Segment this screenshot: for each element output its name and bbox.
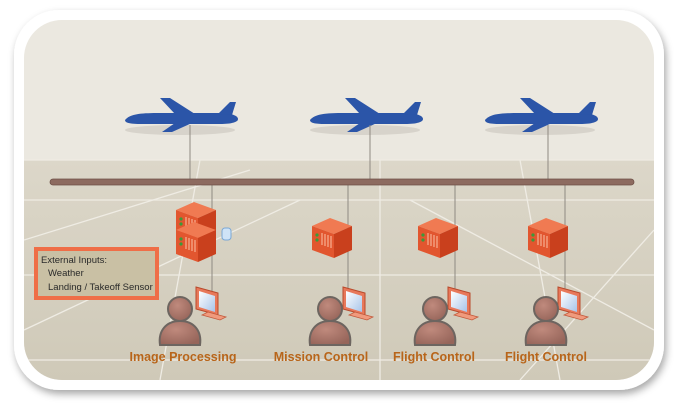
aircraft-3 — [485, 98, 598, 182]
external-input-item: Weather — [48, 268, 84, 279]
external-inputs-title: External Inputs: — [41, 255, 107, 266]
node-label: Image Processing — [130, 350, 237, 364]
node-label: Mission Control — [274, 350, 368, 364]
node-label: Flight Control — [393, 350, 475, 364]
external-input-item: Landing / Takeoff Sensor — [48, 282, 153, 293]
aircraft-2 — [310, 98, 423, 182]
server-image-processing — [175, 201, 232, 263]
network-bus — [49, 178, 635, 186]
server-flight-control-1 — [417, 217, 459, 259]
scene: External Inputs: Weather Landing / Takeo… — [24, 20, 654, 380]
external-inputs-callout: External Inputs: Weather Landing / Takeo… — [34, 247, 159, 300]
node-label: Flight Control — [505, 350, 587, 364]
aircraft-1 — [125, 98, 238, 182]
server-mission-control — [311, 217, 353, 259]
database-icon — [221, 227, 232, 241]
server-flight-control-2 — [527, 217, 569, 259]
